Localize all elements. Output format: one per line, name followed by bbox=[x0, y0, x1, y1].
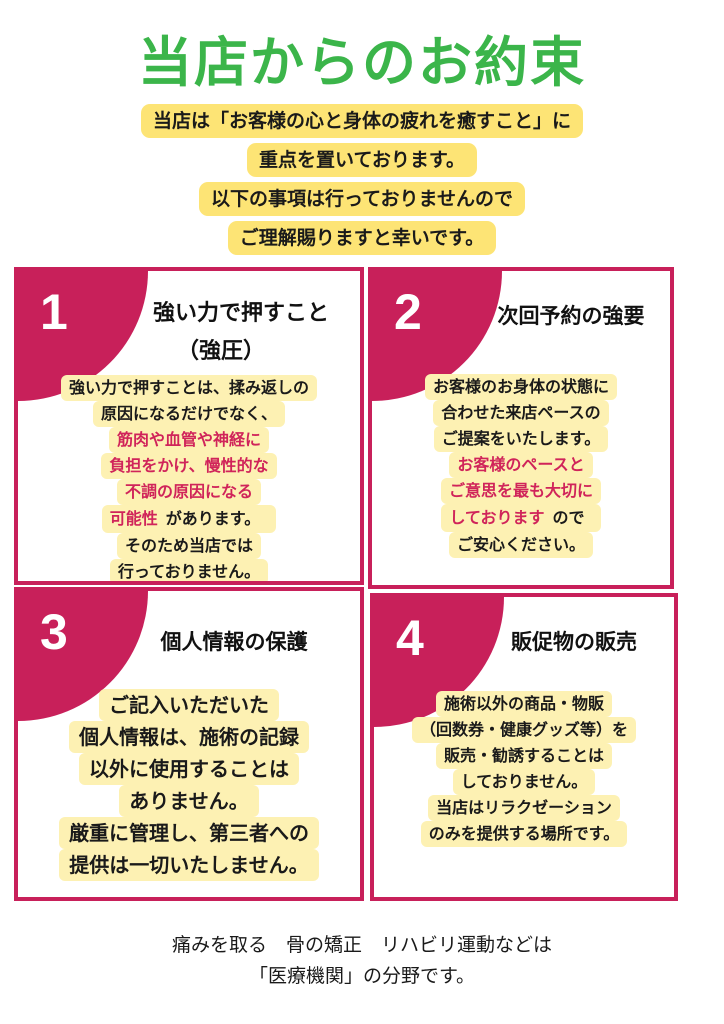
highlight-text: 負担をかけ、慢性的な bbox=[109, 456, 269, 475]
item-body: 施術以外の商品・物販 （回数券・健康グッズ等）を 販売・勧誘することは しており… bbox=[374, 691, 674, 847]
highlight-text: しております bbox=[449, 508, 545, 527]
item-heading: 次回予約の強要 bbox=[497, 304, 645, 328]
footer-note: 痛みを取る 骨の矯正 リハビリ運動などは 「医療機関」の分野です。 bbox=[0, 930, 724, 992]
highlight-text: 不調の原因になる bbox=[124, 482, 253, 501]
intro-line: ご理解賜りますと幸いです。 bbox=[0, 221, 724, 255]
intro-notice: 当店は「お客様の心と身体の疲れを癒すこと」に 重点を置いております。 以下の事項… bbox=[0, 104, 724, 260]
item-body: ご記入いただいた 個人情報は、施術の記録 以外に使用することは ありません。 厳… bbox=[18, 689, 360, 881]
promise-card-3: 3 個人情報の保護 ご記入いただいた 個人情報は、施術の記録 以外に使用すること… bbox=[14, 587, 364, 901]
item-body: 強い力で押すことは、揉み返しの 原因になるだけでなく、 筋肉や血管や神経に 負担… bbox=[18, 375, 360, 581]
item-body: お客様のお身体の状態に 合わせた来店ペースの ご提案をいたします。 お客様のペー… bbox=[372, 374, 670, 558]
item-number: 1 bbox=[40, 284, 68, 340]
highlight-text: 筋肉や血管や神経に bbox=[116, 430, 261, 449]
promise-card-1: 1 強い力で押すこと （強圧） 強い力で押すことは、揉み返しの 原因になるだけで… bbox=[14, 267, 364, 585]
promise-card-4: 4 販促物の販売 施術以外の商品・物販 （回数券・健康グッズ等）を 販売・勧誘す… bbox=[370, 593, 678, 901]
item-number: 2 bbox=[394, 284, 422, 340]
promise-card-2: 2 次回予約の強要 お客様のお身体の状態に 合わせた来店ペースの ご提案をいたし… bbox=[368, 267, 674, 589]
highlight-text: ご意思を最も大切に bbox=[448, 481, 593, 500]
page-title: 当店からのお約束 bbox=[138, 31, 586, 94]
intro-line: 当店は「お客様の心と身体の疲れを癒すこと」に bbox=[0, 104, 724, 138]
footer-line: 「医療機関」の分野です。 bbox=[248, 965, 476, 987]
intro-line: 重点を置いております。 bbox=[0, 143, 724, 177]
item-number: 4 bbox=[396, 610, 424, 666]
item-heading: 強い力で押すこと （強圧） bbox=[152, 301, 329, 364]
item-heading: 販促物の販売 bbox=[511, 630, 637, 654]
highlight-text: お客様のペースと bbox=[457, 455, 585, 474]
item-number: 3 bbox=[40, 604, 68, 660]
highlight-text: 可能性 bbox=[109, 509, 158, 528]
intro-line: 以下の事項は行っておりませんので bbox=[0, 182, 724, 216]
footer-line: 痛みを取る 骨の矯正 リハビリ運動などは bbox=[171, 934, 552, 956]
item-heading: 個人情報の保護 bbox=[160, 630, 308, 654]
